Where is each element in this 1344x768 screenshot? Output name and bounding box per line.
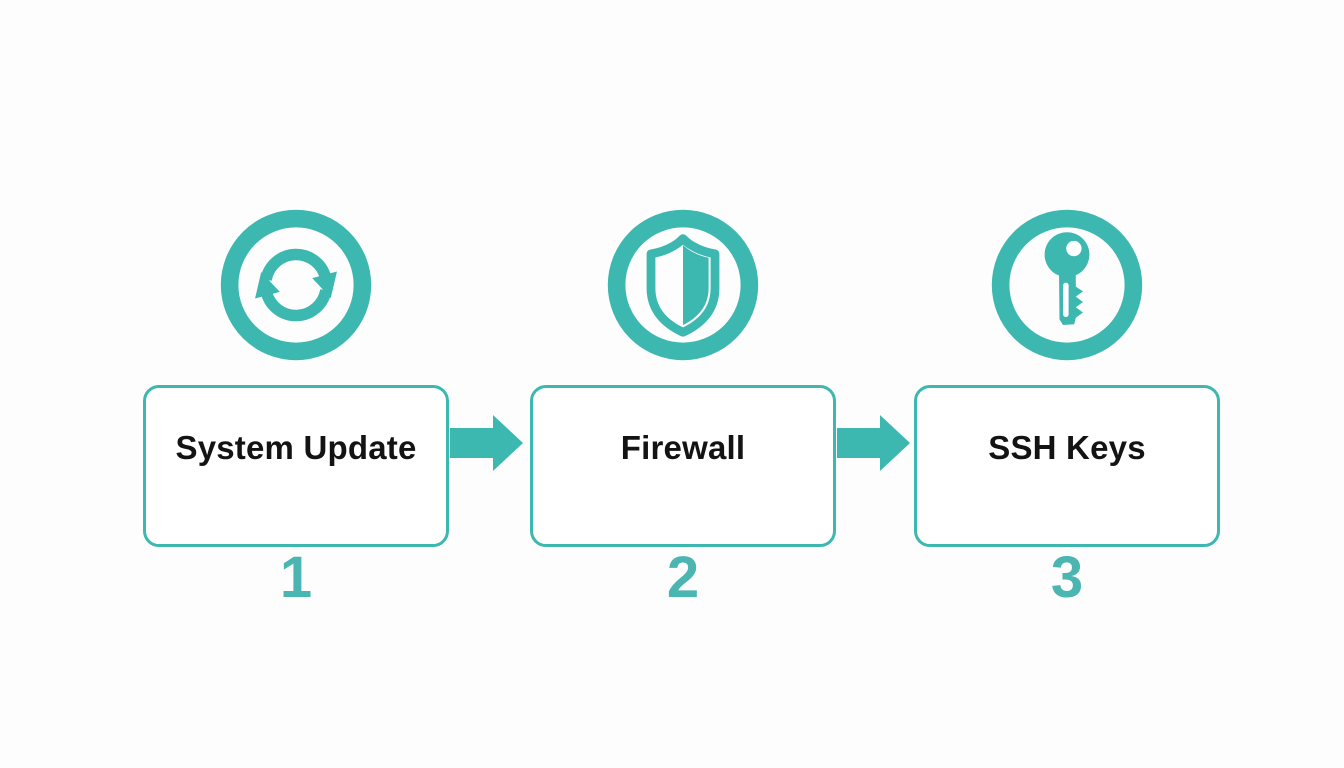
step-system-update: System Update 1	[143, 205, 449, 607]
arrow-body	[450, 428, 493, 458]
step-box: System Update	[143, 385, 449, 547]
shield-icon	[603, 205, 763, 365]
step-box: Firewall	[530, 385, 836, 547]
step-number: 3	[1050, 545, 1084, 610]
step-label: System Update	[175, 429, 417, 466]
step-label: SSH Keys	[988, 429, 1146, 466]
arrow-head	[880, 415, 910, 471]
step-label: Firewall	[620, 429, 746, 466]
step-box: SSH Keys	[914, 385, 1220, 547]
step-number: 1	[279, 545, 313, 610]
sync-icon	[216, 205, 376, 365]
step-ssh-keys: SSH Keys 3	[914, 205, 1220, 607]
arrow-head	[493, 415, 523, 471]
key-icon	[987, 205, 1147, 365]
arrow-body	[837, 428, 880, 458]
step-number: 2	[666, 545, 700, 610]
arrow-right-icon	[837, 415, 910, 471]
step-firewall: Firewall 2	[530, 205, 836, 607]
arrow-right-icon	[450, 415, 523, 471]
